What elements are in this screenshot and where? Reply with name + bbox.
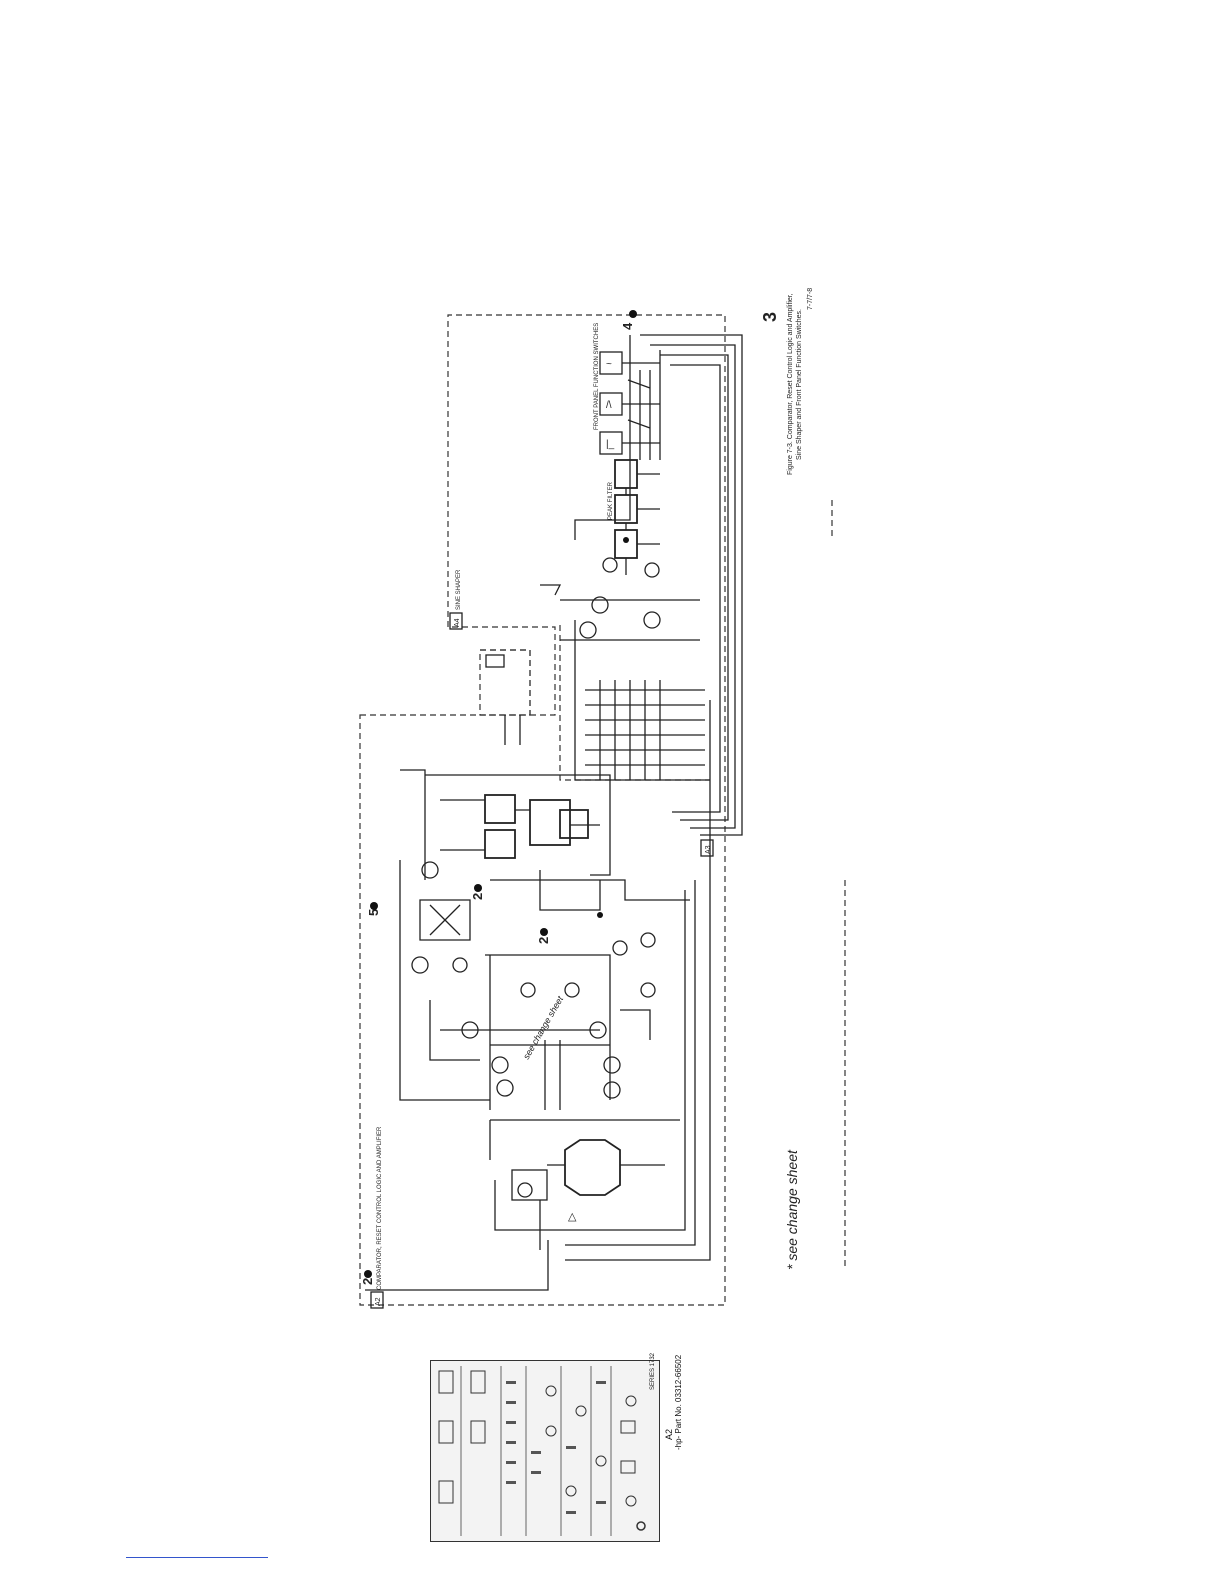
test-point-2-center: 2	[536, 937, 551, 944]
a3-section-label: A3	[705, 845, 712, 854]
figure-number-mark: 3	[760, 312, 780, 322]
test-point-2-left: 2	[360, 1278, 375, 1285]
svg-text:△: △	[568, 1211, 577, 1223]
section-labels: A2 COMPARATOR, RESET CONTROL LOGIC AND A…	[370, 323, 714, 1309]
footer-link-underline	[126, 1557, 268, 1558]
pcb-part-number: -hp- Part No. 03312-66502	[674, 1354, 683, 1450]
peak-filter	[614, 459, 660, 575]
a2-section-label: A2	[375, 1297, 382, 1306]
comparator-section-title: COMPARATOR, RESET CONTROL LOGIC AND AMPL…	[377, 1126, 383, 1290]
test-point-5: 5	[366, 909, 381, 916]
svg-text:~: ~	[606, 359, 612, 370]
board-outline	[359, 314, 726, 1306]
handwritten-note: * see change sheet see change sheet	[521, 994, 800, 1270]
front-panel-title: FRONT PANEL FUNCTION SWITCHES	[594, 323, 600, 430]
caption-line-2: Sine Shaper and Front Panel Function Swi…	[796, 309, 803, 460]
comparator-logic	[399, 769, 690, 1101]
svg-text:/\: /\	[606, 400, 612, 411]
test-points: 2 5 2 2 4	[360, 310, 637, 1285]
a4-section-label: A4	[454, 618, 461, 627]
figure-caption: 3 Figure 7-3. Comparator, Reset Control …	[760, 288, 814, 475]
see-change-sheet-note: * see change sheet	[784, 1149, 800, 1270]
pcb-board-label: A2	[664, 1428, 674, 1440]
front-panel-switches: ~ /\ |_	[599, 350, 661, 460]
peak-filter-title: PEAK FILTER	[608, 481, 614, 520]
pcb-drawing	[438, 1366, 646, 1536]
sine-shaper-title: SINE SHAPER	[456, 569, 462, 610]
fold-marks	[831, 500, 846, 1270]
test-point-4: 4	[620, 322, 635, 330]
sine-shaper	[540, 557, 710, 781]
a3-connector-box	[479, 649, 531, 745]
caption-line-1: Figure 7-3. Comparator, Reset Control Lo…	[787, 293, 794, 475]
amplifier-section	[429, 932, 656, 1110]
svg-text:|_: |_	[606, 439, 615, 450]
pcb-component-layout	[430, 1360, 660, 1542]
input-comparator: △	[365, 1119, 680, 1291]
test-point-2-mid: 2	[470, 893, 485, 900]
page-reference: 7-7/7-8	[807, 288, 814, 310]
bus-lines	[494, 334, 743, 1261]
pcb-series: SERIES 1732	[650, 1352, 656, 1390]
see-change-sheet-inline: see change sheet	[521, 994, 565, 1061]
